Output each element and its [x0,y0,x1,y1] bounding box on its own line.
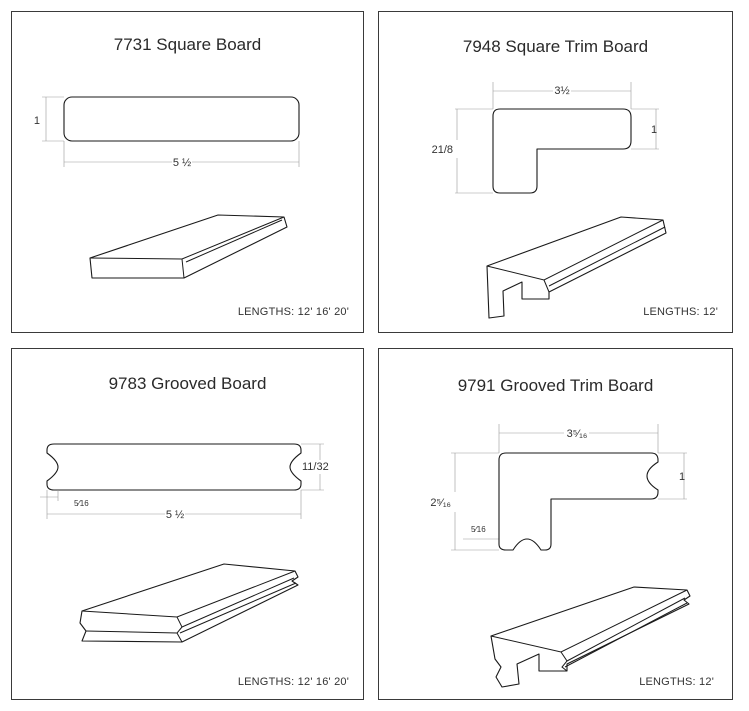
lengths-label: LENGTHS: 12' 16' 20' [237,306,349,318]
dim-lip: 1 [651,124,657,136]
grooved-board-diagram: 11/32 5⁄16 5 ½ [40,443,329,643]
lengths-label: LENGTHS: 12' [643,306,718,318]
panel-title: 7948 Square Trim Board [462,37,649,56]
dim-groove: 5⁄16 [74,499,89,508]
grooved-trim-board-cross-section [498,452,659,551]
dim-height: 21/8 [432,144,453,156]
grooved-board-cross-section [46,443,302,491]
square-board-diagram: 1 5 ½ [34,96,300,279]
panel-title: 9783 Grooved Board [108,374,267,393]
lengths-label: LENGTHS: 12' 16' 20' [237,676,349,688]
dim-groove: 5⁄16 [471,525,486,534]
dim-height: 11/32 [302,461,329,473]
panel-grooved-trim-board: 9791 Grooved Trim Board 3⁵⁄₁₆ 2⁵⁄₁₆ 1 5⁄… [378,348,733,700]
panel-square-trim-board: 7948 Square Trim Board 3½ 21/8 1 LENGTHS… [378,11,733,333]
dim-width: 5 ½ [166,509,184,521]
square-trim-board-3d [486,216,667,319]
dim-width: 5 ½ [173,157,191,169]
square-trim-board-diagram: 3½ 21/8 1 [432,82,667,319]
square-board-cross-section [63,96,300,142]
lengths-label: LENGTHS: 12' [639,676,714,688]
panel-grooved-board: 9783 Grooved Board 11/32 5⁄16 5 ½ LENGTH… [11,348,364,700]
grooved-trim-board-diagram: 3⁵⁄₁₆ 2⁵⁄₁₆ 1 5⁄16 [430,424,691,688]
dim-lip: 1 [679,471,685,483]
panel-title: 7731 Square Board [113,35,262,54]
dim-width: 3⁵⁄₁₆ [567,428,588,440]
dim-height: 2⁵⁄₁₆ [430,497,451,509]
dim-width: 3½ [554,85,569,97]
square-board-3d [89,214,288,279]
square-trim-board-cross-section [492,108,632,194]
panel-title: 9791 Grooved Trim Board [457,376,654,395]
dim-height: 1 [34,115,40,127]
grooved-board-3d [79,563,299,643]
panel-square-board: 7731 Square Board 1 5 ½ LENGTHS: 12' 16'… [11,11,364,333]
